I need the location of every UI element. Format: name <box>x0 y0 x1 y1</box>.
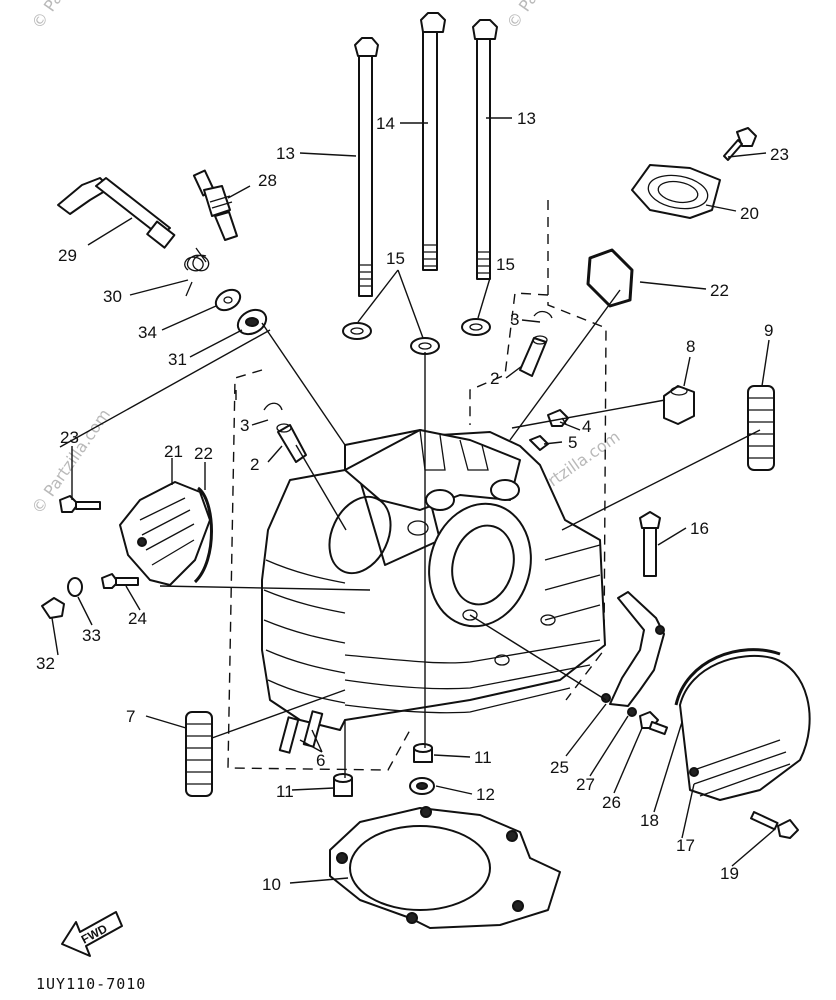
bolt-23-top <box>723 127 757 161</box>
bolt-23-left <box>59 495 101 513</box>
watermark-top-left: © Partzilla.com <box>28 0 114 32</box>
assembly-outline <box>227 200 607 771</box>
nut-5 <box>529 435 549 451</box>
callout-14: 14 <box>376 114 395 133</box>
diagram-code: 1UY110-7010 <box>36 975 146 993</box>
cover-20 <box>631 164 721 219</box>
callout-4: 4 <box>582 417 591 436</box>
callout-labels: 13 14 13 28 23 20 29 15 15 22 30 34 3 9 … <box>36 109 789 894</box>
leader-lines <box>51 117 775 884</box>
callout-16: 16 <box>690 519 709 538</box>
lever-spring <box>184 247 210 297</box>
callout-11-left: 11 <box>276 782 294 801</box>
callout-15-right: 15 <box>496 255 515 274</box>
callout-2-upper: 2 <box>490 369 499 388</box>
head-bolt-center <box>420 12 446 271</box>
o-ring-12 <box>409 777 435 795</box>
watermark-top-right: © Partzilla.com <box>503 0 589 32</box>
callout-18: 18 <box>640 811 659 830</box>
cylinder-head <box>261 429 606 731</box>
callout-12: 12 <box>476 785 495 804</box>
callout-8: 8 <box>686 337 695 356</box>
callout-13-left: 13 <box>276 144 295 163</box>
callout-23-top: 23 <box>770 145 789 164</box>
gasket-25 <box>601 591 665 717</box>
callout-13-right: 13 <box>517 109 536 128</box>
callout-2-lower: 2 <box>250 455 259 474</box>
callout-32: 32 <box>36 654 55 673</box>
callout-30: 30 <box>103 287 122 306</box>
clip-lower <box>263 402 283 411</box>
callout-15-left: 15 <box>386 249 405 268</box>
callout-17: 17 <box>676 836 695 855</box>
callout-11-right: 11 <box>474 748 492 767</box>
callout-23-left: 23 <box>60 428 79 447</box>
callout-20: 20 <box>740 204 759 223</box>
callout-26: 26 <box>602 793 621 812</box>
callout-9: 9 <box>764 321 773 340</box>
callout-24: 24 <box>128 609 147 628</box>
callout-10: 10 <box>262 875 281 894</box>
callout-27: 27 <box>576 775 595 794</box>
bolt-4 <box>547 409 581 431</box>
callout-5: 5 <box>568 433 577 452</box>
callout-28: 28 <box>258 171 277 190</box>
callout-22-top: 22 <box>710 281 729 300</box>
bolt-24 <box>101 573 139 589</box>
callout-25: 25 <box>550 758 569 777</box>
head-bolt-left <box>354 37 379 297</box>
callout-33: 33 <box>82 626 101 645</box>
washer-33 <box>67 577 83 597</box>
head-bolt-right <box>472 19 498 280</box>
bolt-16 <box>639 511 661 577</box>
callout-34: 34 <box>138 323 157 342</box>
fwd-arrow: FWD <box>61 911 123 957</box>
dowel-11-upper <box>413 743 433 763</box>
callout-31: 31 <box>168 350 187 369</box>
callout-22-left: 22 <box>194 444 213 463</box>
cover-18 <box>674 648 811 801</box>
bolt-19 <box>750 811 799 839</box>
valve-guide-lower <box>276 423 307 463</box>
guide-8 <box>663 385 695 425</box>
callout-3-upper: 3 <box>510 310 519 329</box>
clip-upper <box>533 310 553 319</box>
callout-21: 21 <box>164 442 183 461</box>
head-gasket-10 <box>329 806 561 929</box>
valve-guide-upper <box>519 335 548 377</box>
spring-9 <box>747 385 775 471</box>
bolt-26 <box>639 711 669 736</box>
callout-19: 19 <box>720 864 739 883</box>
washer-34 <box>214 288 242 312</box>
oil-seal-31 <box>236 308 268 336</box>
dowel-11-lower <box>333 773 353 797</box>
washers-15 <box>342 318 491 355</box>
gasket-22-top <box>586 248 634 308</box>
decompression-lever <box>57 177 176 249</box>
side-cover-21 <box>119 481 213 586</box>
callout-3-lower: 3 <box>240 416 249 435</box>
callout-6: 6 <box>316 751 325 770</box>
callout-7: 7 <box>126 707 135 726</box>
plug-32 <box>41 597 65 619</box>
spring-7 <box>185 711 213 797</box>
spark-plug <box>192 169 238 241</box>
callout-29: 29 <box>58 246 77 265</box>
